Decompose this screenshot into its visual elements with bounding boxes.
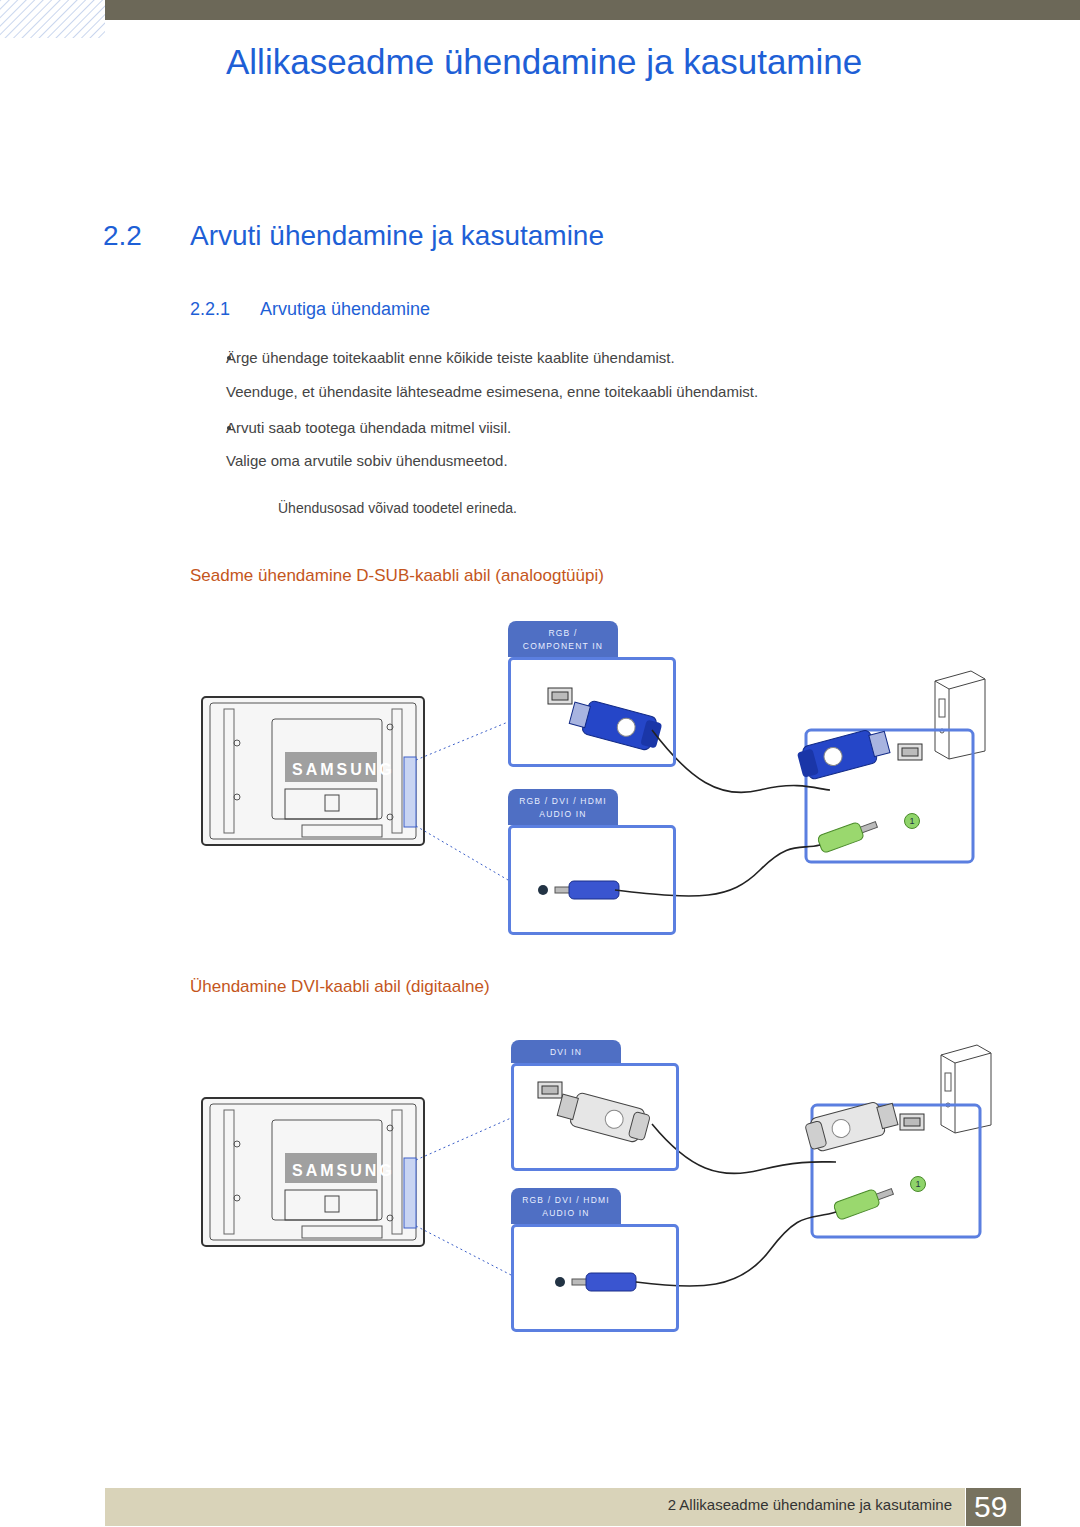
- bullet-text: Ärge ühendage toitekaablit enne kõikide …: [226, 349, 675, 366]
- callout-number: 1: [910, 1176, 926, 1192]
- port-tab: RGB / COMPONENT IN: [508, 621, 618, 657]
- port-panel: RGB / DVI / HDMI AUDIO IN: [508, 789, 676, 935]
- subheading: Ühendamine DVI-kaabli abil (digitaalne): [190, 977, 490, 997]
- brand-logo: SAMSUNG: [292, 1162, 395, 1180]
- port-panel: DVI IN: [511, 1040, 679, 1171]
- port-box: [508, 657, 676, 767]
- section-title: Arvuti ühendamine ja kasutamine: [190, 220, 604, 252]
- note-text: Ühendusosad võivad toodetel erineda.: [278, 500, 517, 516]
- page-number: 59: [974, 1490, 1007, 1524]
- port-tab: DVI IN: [511, 1040, 621, 1063]
- subsection-number: 2.2.1: [190, 299, 230, 320]
- port-box: [511, 1224, 679, 1332]
- chapter-title: Allikaseadme ühendamine ja kasutamine: [226, 42, 862, 82]
- callout-number: 1: [904, 813, 920, 829]
- section-number: 2.2: [103, 220, 142, 252]
- footer-text: 2 Allikaseadme ühendamine ja kasutamine: [668, 1496, 952, 1513]
- bullet-text: Valige oma arvutile sobiv ühendusmeetod.: [226, 452, 508, 469]
- brand-logo: SAMSUNG: [292, 761, 395, 779]
- bullet-text: Veenduge, et ühendasite lähteseadme esim…: [226, 383, 758, 400]
- subheading: Seadme ühendamine D-SUB-kaabli abil (ana…: [190, 566, 604, 586]
- port-box: [508, 825, 676, 935]
- port-tab: RGB / DVI / HDMI AUDIO IN: [511, 1188, 621, 1224]
- port-panel: RGB / COMPONENT IN: [508, 621, 676, 767]
- subsection-title: Arvutiga ühendamine: [260, 299, 430, 320]
- bullet-text: Arvuti saab tootega ühendada mitmel viis…: [226, 419, 511, 436]
- port-panel: RGB / DVI / HDMI AUDIO IN: [511, 1188, 679, 1332]
- port-tab: RGB / DVI / HDMI AUDIO IN: [508, 789, 618, 825]
- port-box: [511, 1063, 679, 1171]
